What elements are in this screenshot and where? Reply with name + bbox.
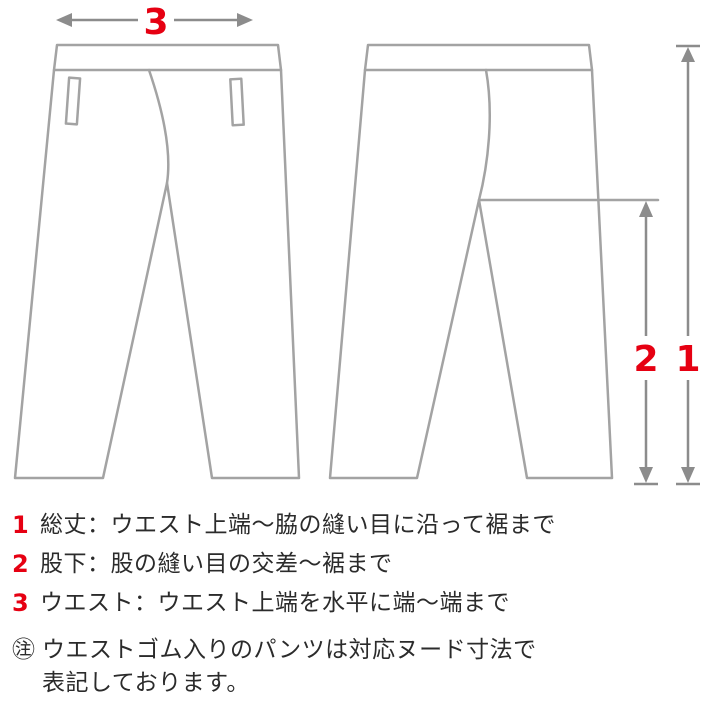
front-legs-outline <box>13 68 301 480</box>
waist-measure-label: 3 <box>143 2 168 43</box>
arrowhead-top <box>681 47 695 62</box>
circled-note-icon: ㊟ <box>12 636 35 663</box>
inseam-measure-label: 2 <box>633 339 658 380</box>
arrowhead-top <box>639 201 653 217</box>
legend-item-waist: 3 ウエスト：ウエスト上端を水平に端〜端まで <box>12 588 712 619</box>
front-pocket-slit-left <box>64 76 82 126</box>
legend-text-waist: ウエスト：ウエスト上端を水平に端〜端まで <box>40 590 510 617</box>
arrowhead-right <box>237 13 253 27</box>
back-legs-outline <box>328 68 614 480</box>
waist-label-backing <box>138 0 174 42</box>
front-pocket-slit-right <box>229 77 245 127</box>
pants-back-drawing <box>328 43 660 480</box>
measurement-legend: 1 総丈：ウエスト上端〜脇の縫い目に沿って裾まで 2 股下：股の縫い目の交差〜裾… <box>12 510 712 700</box>
legend-number-1: 1 <box>12 511 29 539</box>
back-waistband <box>363 43 594 72</box>
legend-item-inseam: 2 股下：股の縫い目の交差〜裾まで <box>12 549 712 580</box>
note-text-line1: ウエストゴム入りのパンツは対応ヌード寸法で <box>42 636 537 663</box>
legend-text-inseam: 股下：股の縫い目の交差〜裾まで <box>40 551 393 578</box>
total-length-label-backing <box>671 336 705 380</box>
total-length-measure-label: 1 <box>675 339 700 380</box>
arrowhead-left <box>56 13 72 27</box>
arrowhead-bottom <box>681 467 695 483</box>
arrowhead-bottom <box>639 467 653 483</box>
front-center-seam <box>147 68 170 185</box>
back-center-seam <box>477 68 491 202</box>
legend-number-2: 2 <box>12 550 29 579</box>
legend-number-3: 3 <box>12 589 29 618</box>
legend-note: ㊟ ウエストゴム入りのパンツは対応ヌード寸法で 表記しております。 <box>12 634 712 701</box>
legend-text-total-length: 総丈：ウエスト上端〜脇の縫い目に沿って裾まで <box>40 512 556 538</box>
legend-item-total-length: 1 総丈：ウエスト上端〜脇の縫い目に沿って裾まで <box>12 510 712 541</box>
total-length-arrow <box>676 44 700 486</box>
inseam-label-backing <box>629 336 663 380</box>
pants-measurement-illustration: 3 2 1 <box>13 0 705 486</box>
front-waistband <box>52 43 283 72</box>
note-text: ウエストゴム入りのパンツは対応ヌード寸法で 表記しております。 <box>42 634 537 701</box>
note-text-line2: 表記しております。 <box>42 669 250 696</box>
pants-front-drawing <box>13 43 301 480</box>
